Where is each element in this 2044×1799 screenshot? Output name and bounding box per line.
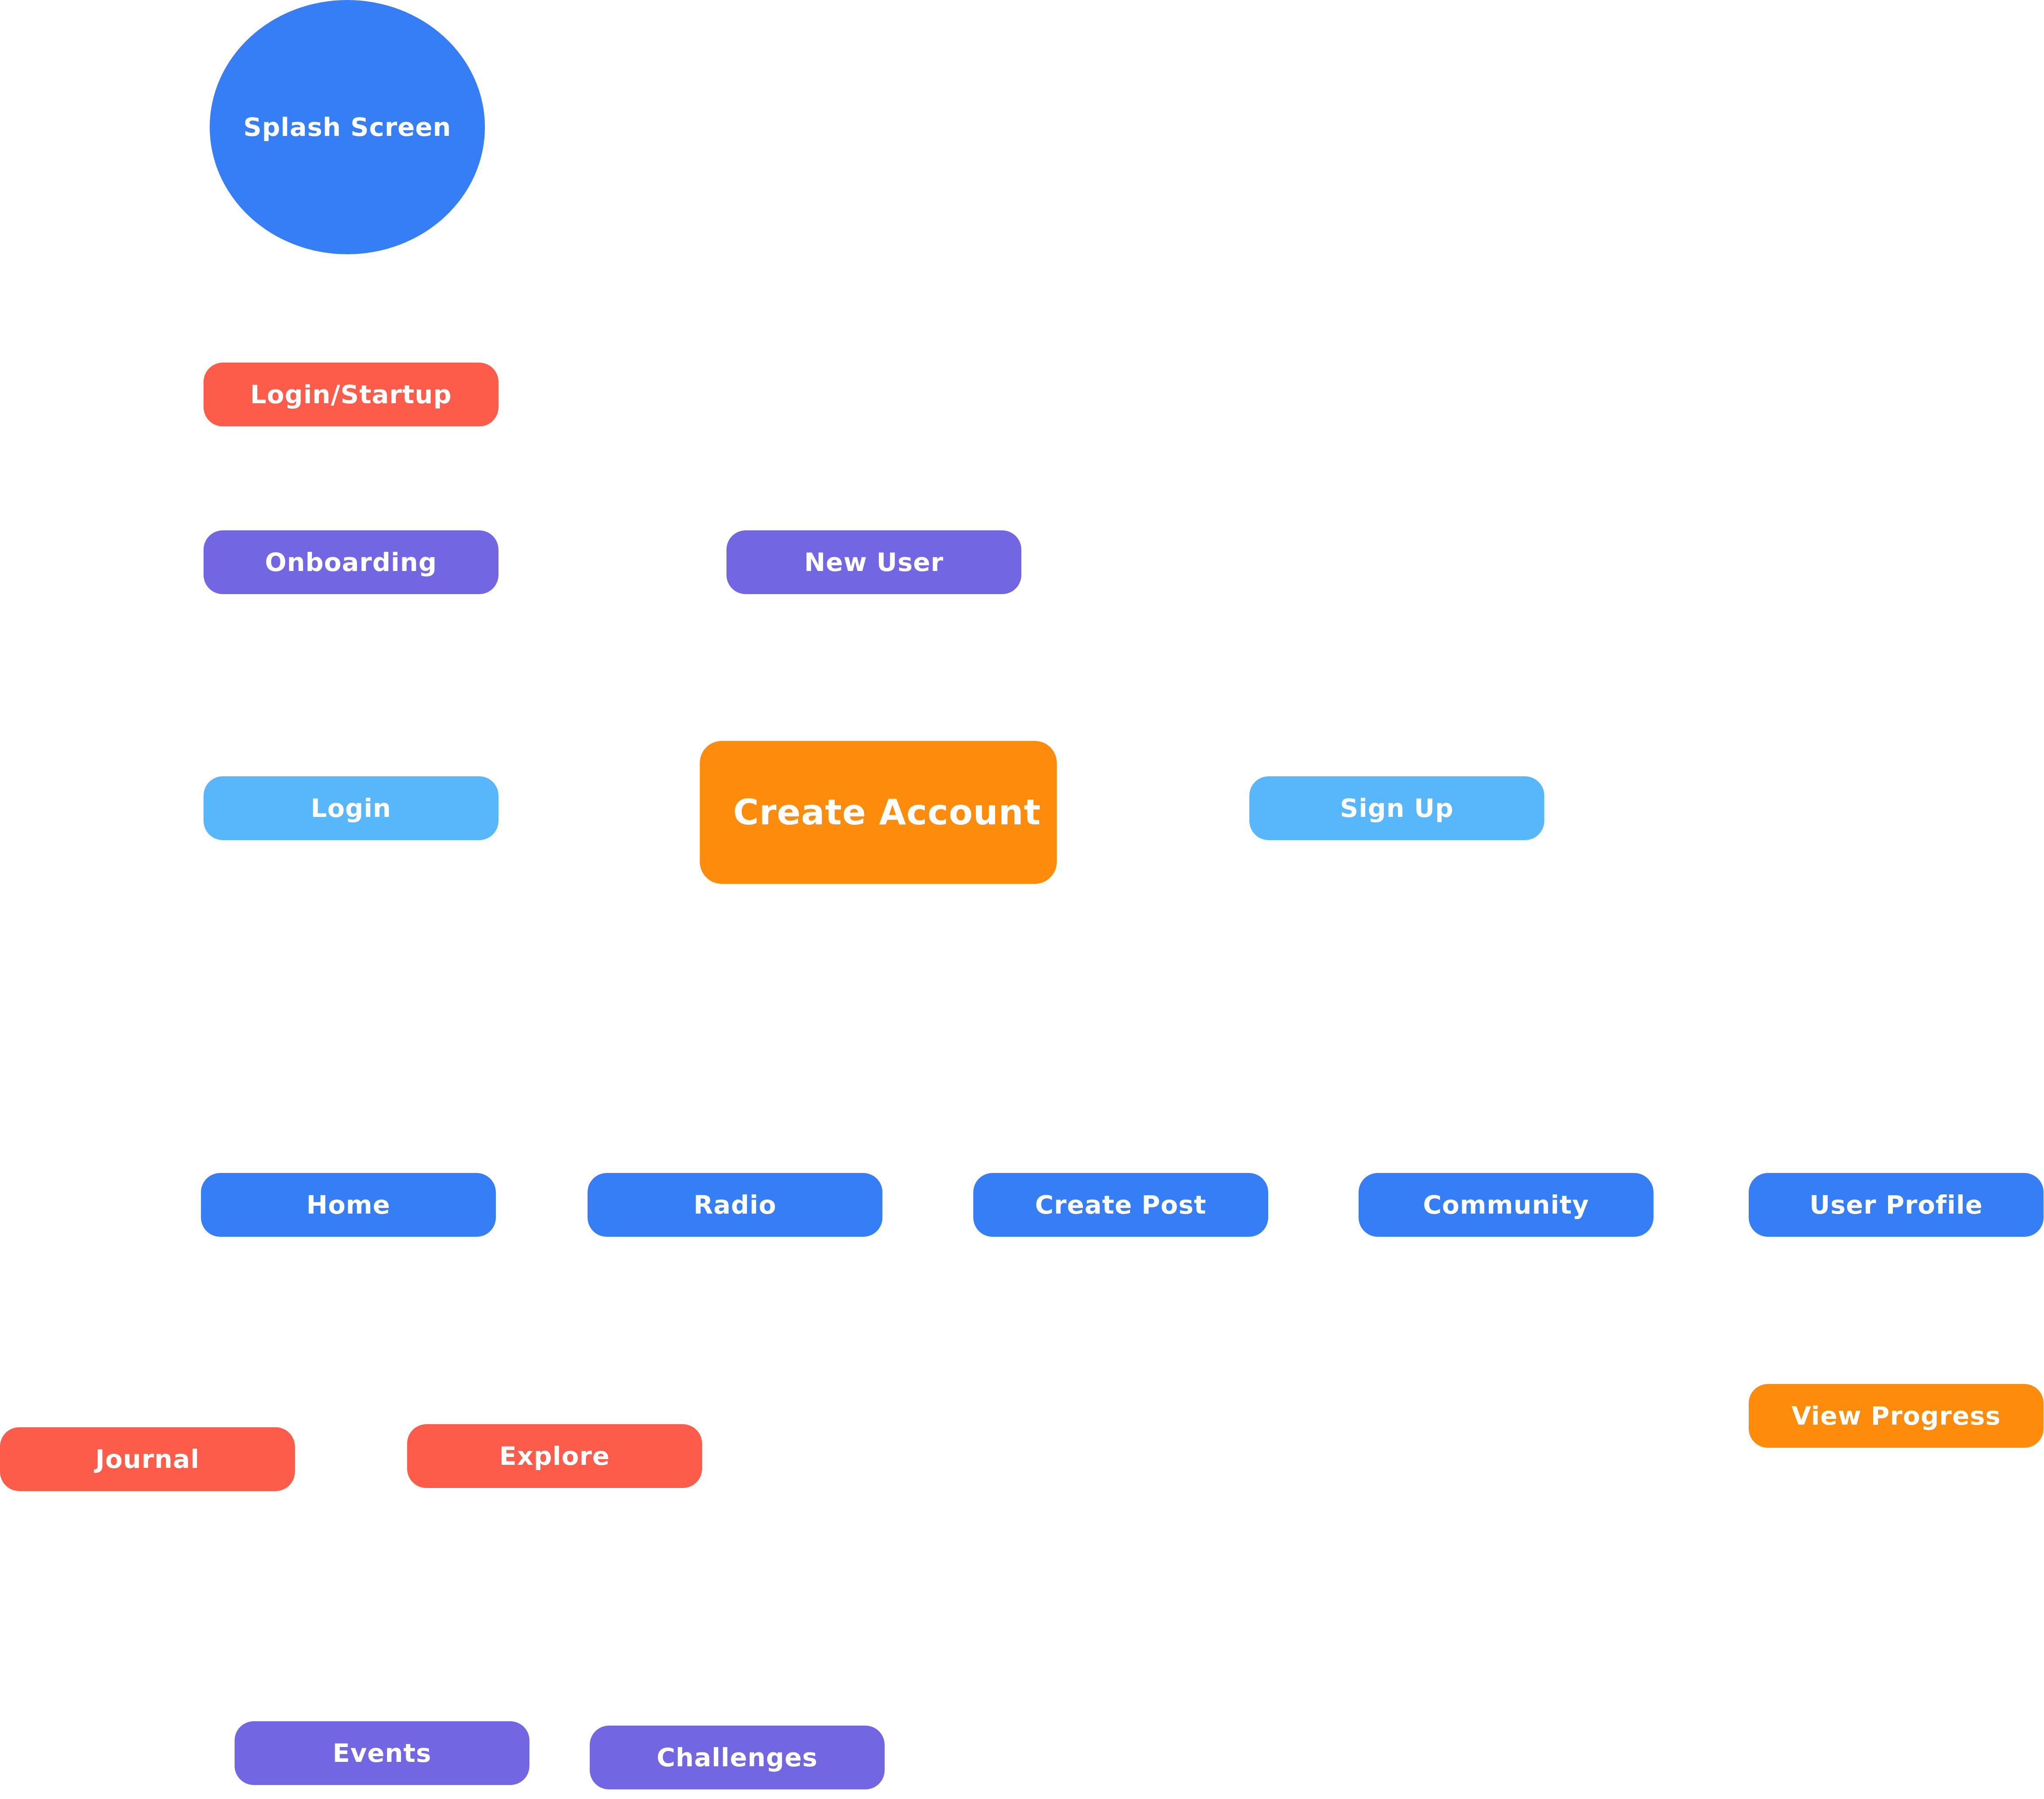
node-new-user: New User xyxy=(726,530,1021,594)
node-label: Community xyxy=(1423,1190,1589,1220)
node-events: Events xyxy=(235,1721,529,1785)
node-label: Radio xyxy=(693,1190,777,1220)
node-login-startup: Login/Startup xyxy=(204,363,498,426)
node-radio: Radio xyxy=(588,1173,882,1237)
node-home: Home xyxy=(201,1173,496,1237)
node-login: Login xyxy=(204,776,498,840)
node-label: Explore xyxy=(499,1441,610,1471)
node-label: Login xyxy=(311,793,391,823)
node-splash-screen: Splash Screen xyxy=(210,0,485,254)
node-label: Create Account xyxy=(733,792,1041,833)
node-label: Onboarding xyxy=(265,547,437,577)
node-journal: Journal xyxy=(0,1427,295,1491)
node-create-account: Create Account xyxy=(700,741,1057,884)
node-sign-up: Sign Up xyxy=(1249,776,1544,840)
node-label: Journal xyxy=(95,1444,200,1474)
node-label: New User xyxy=(804,547,944,577)
node-challenges: Challenges xyxy=(590,1726,885,1789)
node-label: Challenges xyxy=(657,1743,818,1772)
node-label: View Progress xyxy=(1791,1401,2001,1431)
node-explore: Explore xyxy=(407,1424,702,1488)
node-label: Create Post xyxy=(1035,1190,1207,1220)
node-label: Sign Up xyxy=(1340,793,1454,823)
node-onboarding: Onboarding xyxy=(204,530,498,594)
node-label: User Profile xyxy=(1809,1190,1983,1220)
node-view-progress: View Progress xyxy=(1749,1384,2044,1448)
node-label: Splash Screen xyxy=(243,112,452,142)
node-user-profile: User Profile xyxy=(1749,1173,2044,1237)
node-label: Events xyxy=(332,1738,432,1768)
node-community: Community xyxy=(1359,1173,1653,1237)
node-label: Home xyxy=(306,1190,391,1220)
node-label: Login/Startup xyxy=(250,380,452,409)
node-create-post: Create Post xyxy=(973,1173,1268,1237)
